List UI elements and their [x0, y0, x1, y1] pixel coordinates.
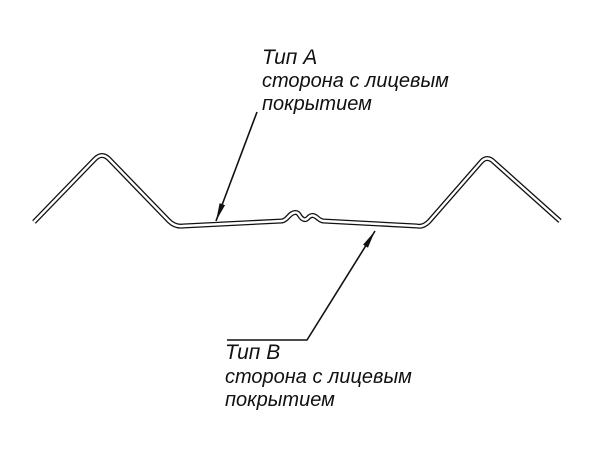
profile-outline-outer: [32, 153, 562, 229]
label-type-a-title: Тип А: [262, 46, 317, 69]
label-type-a-subtitle-2: покрытием: [262, 93, 372, 115]
label-type-b-subtitle-1: сторона с лицевым: [225, 366, 412, 388]
label-type-b-subtitle-2: покрытием: [225, 389, 335, 411]
label-type-b-title: Тип В: [225, 341, 280, 364]
callout-type-a: Тип А сторона с лицевым покрытием: [262, 46, 449, 115]
leader-line-type-b: [227, 230, 376, 341]
callout-type-b: Тип В сторона с лицевым покрытием: [225, 341, 412, 411]
label-type-a-subtitle-1: сторона с лицевым: [262, 70, 449, 92]
profile-outline-inner: [33, 154, 561, 228]
sheet-profile: [32, 153, 562, 229]
leader-line-type-a: [215, 111, 258, 222]
